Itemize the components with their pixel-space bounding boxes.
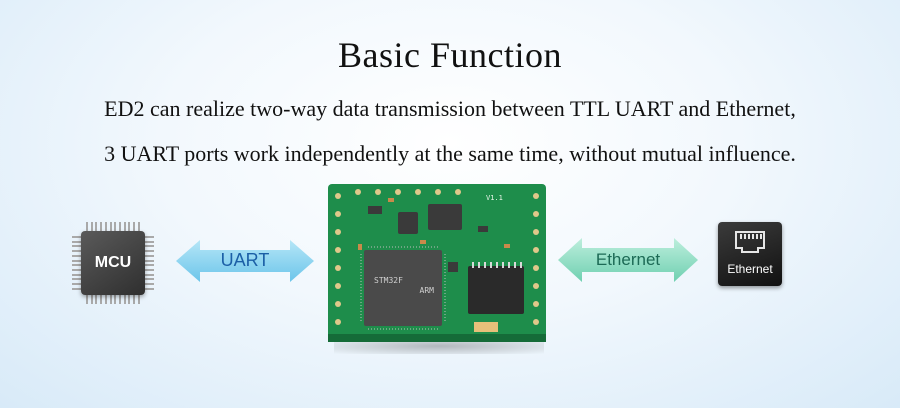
mcu-chip-icon: MCU	[72, 222, 154, 304]
board-version-label: V1.1	[486, 194, 503, 202]
board-chip-text-1: STM32F	[374, 276, 434, 286]
page-title: Basic Function	[0, 34, 900, 76]
ethernet-port-icon: Ethernet	[718, 222, 782, 286]
description-line-2: 3 UART ports work independently at the s…	[0, 141, 900, 167]
description-line-1: ED2 can realize two-way data transmissio…	[0, 96, 900, 122]
ethernet-icon-label: Ethernet	[718, 262, 782, 276]
ethernet-arrow-label: Ethernet	[558, 250, 698, 270]
uart-double-arrow: UART	[176, 240, 314, 282]
board-chip-text-2: ARM	[374, 286, 434, 296]
ethernet-double-arrow: Ethernet	[558, 238, 698, 282]
mcu-label: MCU	[81, 231, 145, 295]
ed2-board-image: STM32F ARM V1.1	[328, 184, 546, 344]
uart-label: UART	[176, 250, 314, 271]
